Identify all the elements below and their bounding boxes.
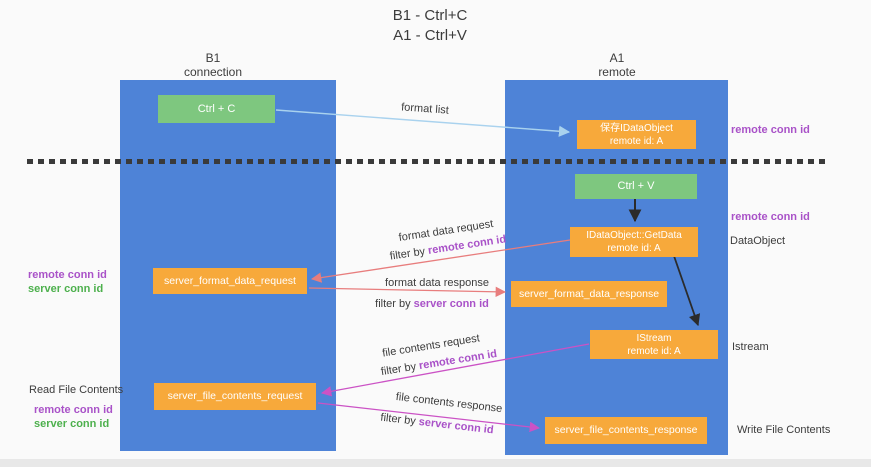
lane-b1-name: B1 [205,51,221,65]
filter-server-conn-id-2: server conn id [418,415,495,437]
server-file-contents-response-box: server_file_contents_response [545,417,707,444]
save-idataobject-line2: remote id: A [609,136,664,147]
save-idataobject-box: 保存IDataObject remote id: A [577,120,696,149]
lane-header-a1: A1 remote [562,51,672,79]
lane-a1-role: remote [598,65,636,79]
diagram-title: B1 - Ctrl+C A1 - Ctrl+V [330,6,530,46]
remote-conn-id-label-mid: remote conn id [731,211,810,223]
legend-bottom-server: server conn id [34,418,110,430]
title-line-1: B1 - Ctrl+C [392,7,468,24]
server-file-contents-request-box: server_file_contents_request [154,383,316,410]
format-list-label: format list [400,101,450,117]
remote-conn-id-label-top: remote conn id [731,124,810,136]
ctrl-c-box: Ctrl + C [158,95,275,123]
dashed-divider [27,159,830,164]
filter-by-text-1: filter by [389,245,429,263]
getdata-box: IDataObject::GetData remote id: A [570,227,698,257]
legend-top-remote: remote conn id [28,269,107,281]
istream-line2: remote id: A [627,346,681,357]
lane-a1-name: A1 [609,51,625,65]
file-response-filter-label: filter by server conn id [380,412,494,437]
conn-id-legend-top: remote conn id server conn id [28,268,107,296]
server-format-data-response-box: server_format_data_response [511,281,667,307]
istream-label: Istream [732,341,769,353]
server-format-data-request-box: server_format_data_request [153,268,307,294]
format-response-filter-label: filter by server conn id [375,298,489,310]
save-idataobject-line1: 保存IDataObject [600,123,673,134]
conn-id-legend-bottom: remote conn id server conn id [34,403,113,431]
legend-top-server: server conn id [28,283,104,295]
write-file-contents-label: Write File Contents [737,424,831,436]
filter-by-text-2: filter by [375,298,414,310]
bottom-strip [0,459,871,467]
format-data-response-label: format data response [385,277,489,289]
istream-line1: IStream [636,333,672,344]
istream-box: IStream remote id: A [590,330,718,359]
filter-server-conn-id-1: server conn id [413,298,489,310]
ctrl-v-box: Ctrl + V [575,174,697,199]
getdata-line2: remote id: A [607,243,661,254]
dataobject-label: DataObject [730,235,786,247]
filter-by-text-3: filter by [380,360,421,379]
lane-b1-role: connection [183,65,243,79]
title-line-2: A1 - Ctrl+V [393,27,467,44]
lane-header-b1: B1 connection [158,51,268,79]
getdata-line1: IDataObject::GetData [586,230,682,241]
file-contents-response-label: file contents response [395,390,503,416]
legend-bottom-remote: remote conn id [34,404,113,416]
filter-by-text-4: filter by [379,411,420,428]
read-file-contents-label: Read File Contents [29,384,124,396]
